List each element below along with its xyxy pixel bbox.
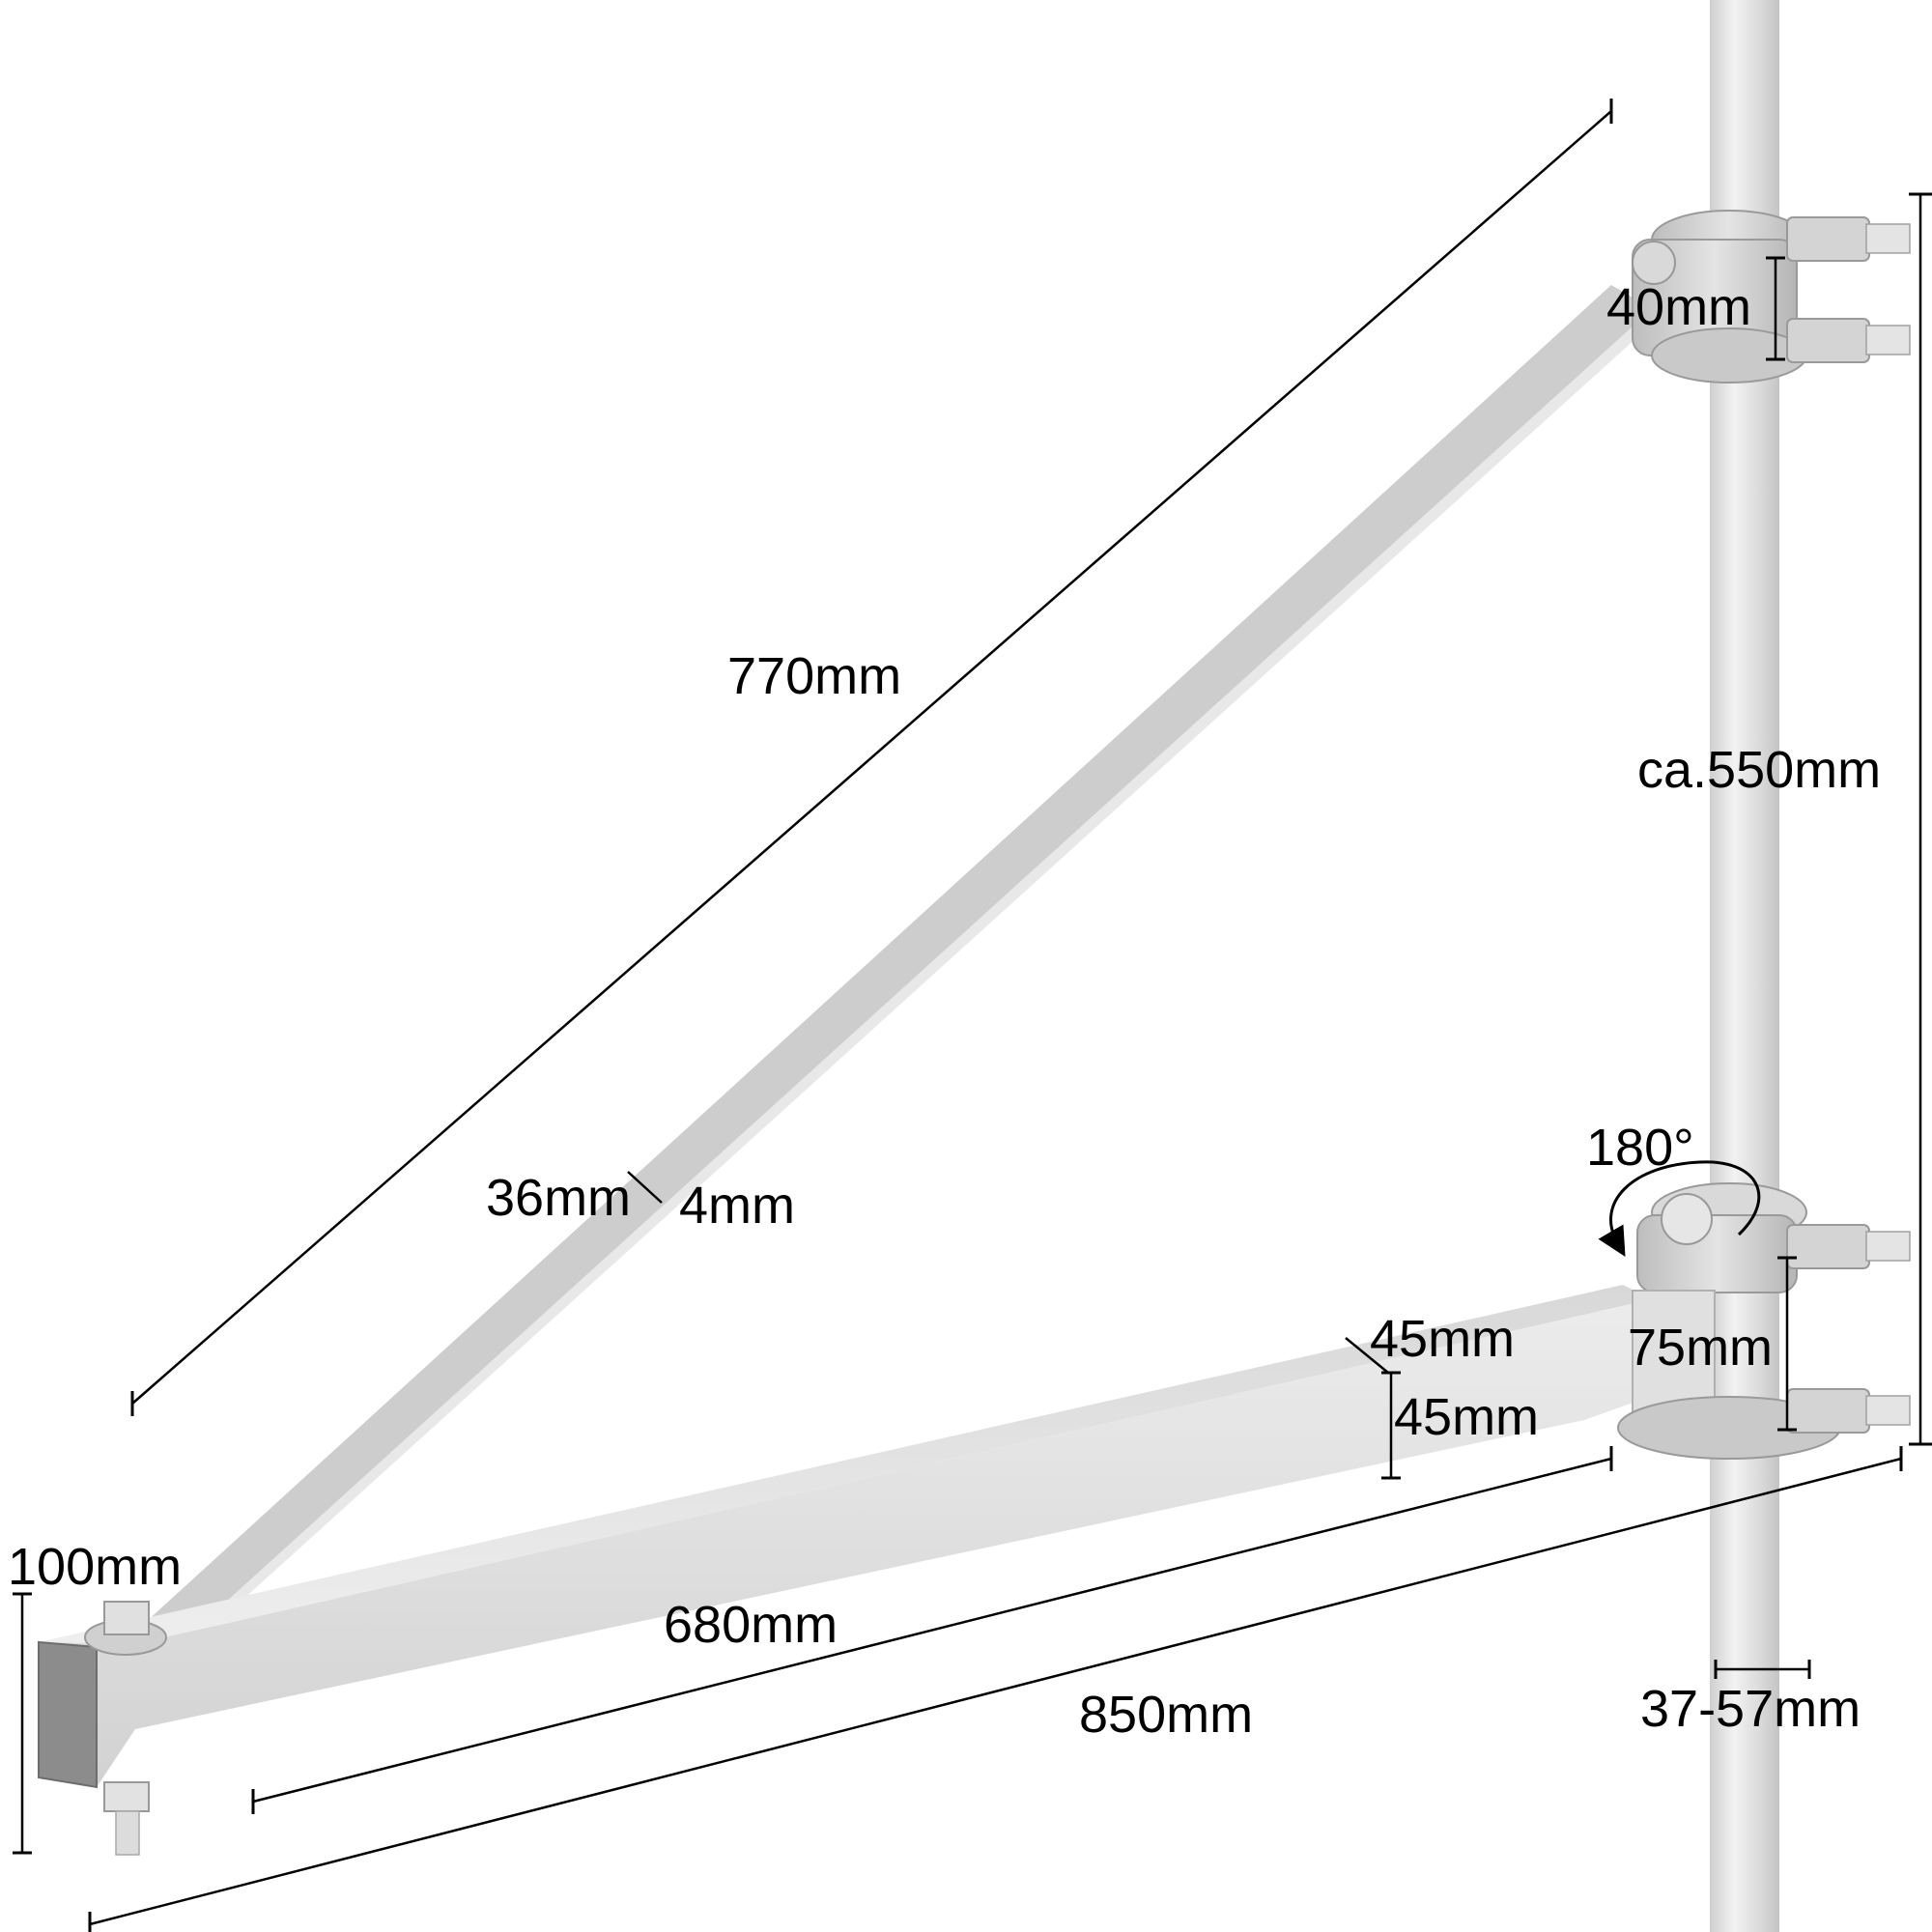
top-clamp-bolts [1786, 216, 1911, 363]
dimension-lines [13, 99, 1932, 1932]
label-brace-width: 36mm [486, 1169, 631, 1227]
label-brace-thickness: 4mm [679, 1177, 795, 1235]
bottom-clamp [1617, 1182, 1911, 1460]
label-bottom-clamp-height: 75mm [1628, 1319, 1773, 1377]
bottom-clamp-bolts [1786, 1224, 1911, 1434]
end-bolt [84, 1601, 167, 1856]
label-arm-height: 45mm [1394, 1388, 1539, 1446]
square-tube-arm [38, 1285, 1652, 1789]
rotation-arrow-icon [1598, 1160, 1761, 1257]
label-total-length: 850mm [1079, 1686, 1253, 1744]
top-clamp [1632, 210, 1911, 384]
label-top-clamp-height: 40mm [1606, 278, 1751, 336]
label-arm-width: 45mm [1370, 1310, 1515, 1368]
label-end-height: 100mm [8, 1538, 182, 1596]
label-rotation: 180° [1586, 1119, 1694, 1177]
label-pole-span: ca.550mm [1637, 741, 1881, 799]
label-brace-length: 770mm [727, 647, 901, 705]
label-arm-length: 680mm [664, 1596, 838, 1654]
dimension-labels: 770mm ca.550mm 40mm 180° 36mm 4mm 45mm 4… [8, 278, 1881, 1744]
diagonal-brace [145, 285, 1658, 1648]
label-pole-diameter: 37-57mm [1640, 1680, 1861, 1738]
